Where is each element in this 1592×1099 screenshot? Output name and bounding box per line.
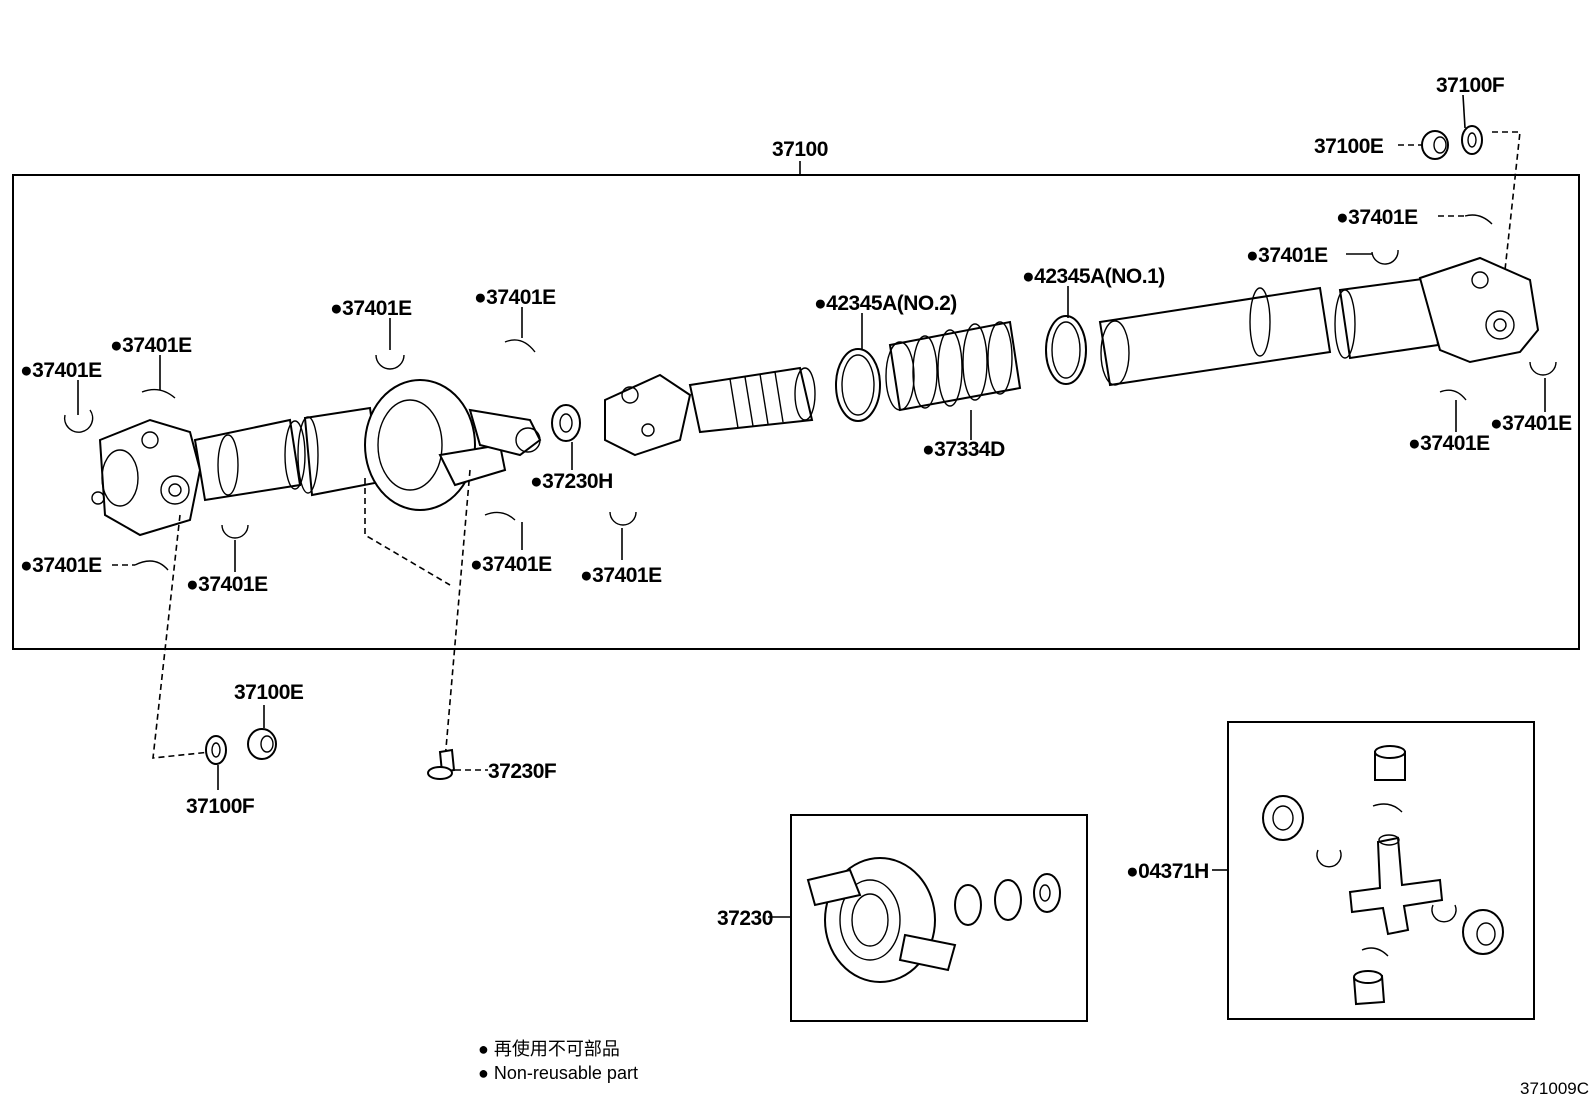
- flange-washer-37230H[interactable]: [551, 404, 581, 442]
- snap-ring-icon[interactable]: [134, 560, 169, 571]
- rear-flange-yoke[interactable]: [1418, 256, 1540, 364]
- bearing-cup-icon[interactable]: [1352, 970, 1386, 1006]
- snap-ring-icon[interactable]: [1372, 803, 1403, 813]
- label-37401E[interactable]: ●37401E: [470, 553, 553, 576]
- dashed-guide: [364, 478, 451, 586]
- label-37401E[interactable]: ●37401E: [20, 554, 103, 577]
- snap-ring-icon[interactable]: [375, 354, 405, 370]
- label-37100E-bottom[interactable]: 37100E: [234, 681, 304, 704]
- snap-ring-icon[interactable]: [484, 511, 516, 521]
- assembly-frame: [12, 174, 1580, 650]
- nut-37100E-bottom[interactable]: [247, 728, 277, 760]
- snap-ring-icon[interactable]: [1371, 249, 1399, 265]
- label-37401E[interactable]: ●37401E: [330, 297, 413, 320]
- label-37401E[interactable]: ●37401E: [1490, 412, 1573, 435]
- label-37100E-top[interactable]: 37100E: [1314, 135, 1384, 158]
- boot-band-no2[interactable]: [835, 348, 881, 422]
- bearing-cup-icon[interactable]: [1462, 909, 1504, 955]
- snap-ring-icon[interactable]: [609, 511, 637, 526]
- spider-cross-04371H[interactable]: [1348, 834, 1444, 936]
- assembly-label[interactable]: 37100: [772, 138, 828, 161]
- label-37401E[interactable]: ●37401E: [1408, 432, 1491, 455]
- snap-ring-icon[interactable]: [141, 388, 176, 399]
- bearing-cup-icon[interactable]: [1374, 745, 1406, 781]
- label-37401E[interactable]: ●37401E: [1336, 206, 1419, 229]
- dashed-guide: [1492, 131, 1521, 271]
- snap-ring-icon[interactable]: [1361, 947, 1389, 957]
- label-37334D[interactable]: ●37334D: [922, 438, 1006, 461]
- dust-boot-37334D[interactable]: [885, 320, 1022, 412]
- front-shaft-tube[interactable]: [193, 418, 306, 502]
- label-42345A-no1[interactable]: ●42345A(NO.1): [1022, 265, 1165, 288]
- washer-37100F-bottom[interactable]: [205, 735, 227, 765]
- dashed-guide: [152, 514, 211, 759]
- legend-en: ● Non-reusable part: [478, 1063, 638, 1083]
- middle-yoke-and-spline-shaft[interactable]: [604, 366, 816, 457]
- leader: [1462, 94, 1466, 129]
- bolt-37230F[interactable]: [427, 748, 456, 780]
- snap-ring-icon[interactable]: [1529, 361, 1557, 376]
- label-37401E[interactable]: ●37401E: [186, 573, 269, 596]
- center-bearing-37230[interactable]: [806, 857, 957, 983]
- label-37230[interactable]: 37230: [717, 907, 773, 930]
- bearing-ring-icon[interactable]: [994, 879, 1022, 921]
- label-37230H[interactable]: ●37230H: [530, 470, 613, 493]
- center-bearing-detail-box: [790, 814, 1088, 1022]
- center-bearing-on-shaft[interactable]: [364, 379, 542, 511]
- diagram-code: 371009C: [1520, 1079, 1589, 1098]
- label-37401E[interactable]: ●37401E: [474, 286, 557, 309]
- bearing-cup-icon[interactable]: [1262, 795, 1304, 841]
- snap-ring-icon[interactable]: [504, 339, 536, 353]
- bearing-washer-icon[interactable]: [1033, 873, 1061, 913]
- label-04371H[interactable]: ●04371H: [1126, 860, 1209, 883]
- snap-ring-icon[interactable]: [1439, 389, 1467, 401]
- label-37100F-bottom[interactable]: 37100F: [186, 795, 255, 818]
- dashed-guide: [444, 469, 471, 761]
- snap-ring-icon[interactable]: [1316, 849, 1342, 868]
- bearing-ring-icon[interactable]: [954, 884, 982, 926]
- front-flange-yoke[interactable]: [91, 418, 202, 537]
- snap-ring-icon[interactable]: [1464, 214, 1493, 225]
- snap-ring-icon[interactable]: [1431, 904, 1457, 923]
- nut-37100E-top[interactable]: [1421, 130, 1449, 160]
- rear-sleeve-tube[interactable]: [1098, 286, 1332, 387]
- snap-ring-icon[interactable]: [63, 409, 94, 433]
- washer-37100F-top[interactable]: [1461, 125, 1483, 155]
- label-42345A-no2[interactable]: ●42345A(NO.2): [814, 292, 957, 315]
- label-37401E[interactable]: ●37401E: [110, 334, 193, 357]
- label-37230F[interactable]: 37230F: [488, 760, 557, 783]
- legend-jp: ● 再使用不可部品: [478, 1039, 620, 1059]
- label-37401E[interactable]: ●37401E: [1246, 244, 1329, 267]
- boot-band-no1[interactable]: [1045, 315, 1087, 385]
- label-37100F-top[interactable]: 37100F: [1436, 74, 1505, 97]
- snap-ring-icon[interactable]: [221, 524, 249, 539]
- label-37401E[interactable]: ●37401E: [20, 359, 103, 382]
- label-37401E[interactable]: ●37401E: [580, 564, 663, 587]
